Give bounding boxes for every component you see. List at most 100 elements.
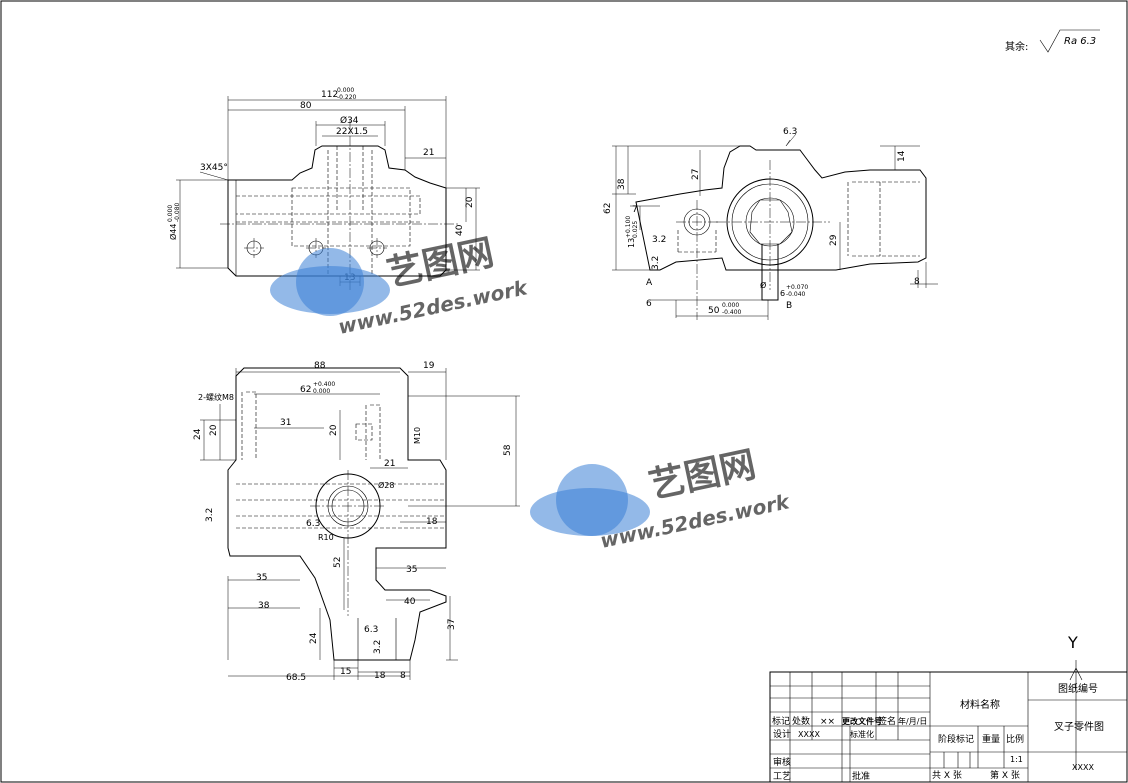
tb-design-label: 设计	[773, 728, 791, 740]
v3-dim-18-bottom: 18	[374, 671, 386, 681]
v1-dim-112: 112	[321, 90, 338, 100]
view-top-right: 6.3 62 38 27 13 +0.100 0.025 7 3.2 6 29 …	[603, 127, 938, 320]
v1-dim-thread: 22X1.5	[336, 127, 368, 137]
v1-dim-d44: Ø44	[168, 224, 178, 240]
v2-dim-6-slot: 6	[780, 289, 785, 298]
v3-dim-6.3-bottom: 6.3	[364, 625, 378, 635]
v2-dim-6-tol-low: -0.040	[786, 291, 806, 298]
v3-dim-58: 58	[503, 444, 513, 456]
v3-dim-62-tol-low: 0.000	[313, 388, 330, 395]
v2-dim-13-tol-up: +0.100	[625, 216, 632, 238]
roughness-prefix: 其余:	[1005, 40, 1028, 53]
roughness-value: Ra 6.3	[1064, 36, 1096, 47]
v1-dim-d34: Ø34	[340, 115, 359, 126]
v2-dim-3.2-a: 3.2	[652, 235, 666, 245]
v2-dim-13-tol-low: 0.025	[632, 221, 639, 238]
tb-h-sign: 签名	[878, 715, 896, 727]
tb-drawing-no: 图纸编号	[1058, 682, 1098, 695]
v2-dim-50: 50	[708, 306, 720, 316]
v2-dim-13: 13	[627, 238, 636, 248]
v3-dim-18: 18	[426, 517, 438, 527]
tb-sheet-no: 第 X 张	[990, 769, 1020, 781]
v3-dim-35-left: 35	[256, 573, 267, 583]
tb-approve: 批准	[852, 770, 870, 782]
roughness-note: 其余: Ra 6.3	[1005, 29, 1100, 53]
v3-dim-35-right: 35	[406, 565, 417, 575]
tb-h-date: 年/月/日	[898, 716, 927, 726]
v1-dim-40: 40	[455, 224, 465, 236]
tb-weight: 重量	[982, 733, 1000, 745]
tb-h-mark: 标记	[772, 715, 790, 727]
tb-sheets: 共 X 张	[932, 770, 962, 781]
axis-mark: Y	[1067, 633, 1083, 770]
v3-dim-20-mid: 20	[329, 424, 339, 436]
v2-label-a: A	[646, 278, 653, 288]
title-block: 标记 处数 ×× 更改文件号 签名 年/月/日 设计 XXXX 标准化 审核 工…	[769, 671, 1128, 783]
tb-material: 材料名称	[960, 698, 1000, 711]
v2-dim-38: 38	[617, 178, 627, 190]
v1-dim-d44-tol-up: 0.000	[167, 205, 174, 222]
v3-dim-68.5: 68.5	[286, 673, 306, 683]
v2-dim-50-tol-low: -0.400	[722, 309, 742, 316]
v2-dim-6-left: 6	[646, 299, 652, 309]
v3-dim-52: 52	[333, 557, 343, 568]
v3-dim-31: 31	[280, 418, 291, 428]
v3-dim-24-top: 24	[193, 428, 203, 440]
v3-dim-r10: R10	[318, 533, 334, 542]
v3-dim-15: 15	[340, 667, 351, 677]
tb-h-xx: ××	[820, 717, 835, 727]
v3-dim-8: 8	[400, 671, 406, 681]
v2-dim-50-tol-up: 0.000	[722, 302, 739, 309]
v3-dim-40: 40	[404, 597, 416, 607]
v3-dim-24-bottom: 24	[309, 632, 319, 644]
v3-dim-thread-m8: 2-螺纹M8	[198, 392, 234, 402]
v1-dim-21: 21	[423, 148, 434, 158]
watermark-brand-2: 艺图网	[645, 444, 759, 507]
v1-dim-112-tol-low: -0.220	[337, 94, 357, 101]
v1-dim-d44-tol-low: -0.080	[174, 202, 181, 222]
tb-review: 审核	[773, 756, 791, 768]
view-top-left: 112 0.000 -0.220 80 Ø34 22X1.5 3X45° 21 …	[167, 87, 480, 290]
v2-dim-6-tol-up: +0.070	[786, 284, 808, 291]
watermark-lower: 艺图网 www.52des.work	[530, 444, 793, 553]
v3-dim-6.3-left: 6.3	[306, 519, 320, 529]
v3-dim-3.2-bottom: 3.2	[373, 640, 383, 654]
v3-dim-37: 37	[447, 619, 457, 630]
v3-dim-62: 62	[300, 385, 311, 395]
tb-process: 工艺	[773, 771, 791, 782]
tb-part-name: 叉子零件图	[1054, 721, 1104, 733]
v2-dim-29: 29	[829, 234, 839, 246]
v1-dim-chamfer: 3X45°	[200, 163, 228, 173]
axis-y-label: Y	[1067, 633, 1078, 652]
v3-dim-20-left: 20	[209, 424, 219, 436]
v3-dim-21: 21	[384, 459, 395, 469]
v3-dim-m10: M10	[413, 427, 422, 444]
v2-label-b: B	[786, 301, 792, 311]
v2-dim-dia: Ø	[760, 280, 766, 290]
tb-standard-label: 标准化	[850, 729, 874, 739]
tb-stage-mark: 阶段标记	[938, 733, 974, 745]
v2-dim-6.3: 6.3	[783, 127, 797, 137]
v3-dim-38: 38	[258, 601, 270, 611]
tb-code: XXXX	[1072, 763, 1094, 772]
view-bottom-left: 88 19 62 +0.400 0.000 2-螺纹M8 24 20 31 20…	[193, 361, 520, 683]
v3-dim-62-tol-up: +0.400	[313, 381, 335, 388]
v2-dim-14: 14	[897, 150, 907, 162]
v1-dim-20: 20	[465, 196, 475, 208]
v3-dim-88: 88	[314, 361, 326, 371]
v2-dim-27: 27	[691, 169, 701, 180]
v3-dim-19: 19	[423, 361, 435, 371]
tb-scale-label: 比例	[1006, 733, 1024, 745]
v3-dim-3.2-left: 3.2	[205, 508, 215, 522]
tb-design-value: XXXX	[798, 730, 820, 739]
v3-dim-d28: Ø28	[378, 480, 394, 490]
v1-dim-80: 80	[300, 101, 312, 111]
v2-dim-8: 8	[914, 277, 920, 287]
v1-dim-112-tol-up: 0.000	[337, 87, 354, 94]
v2-dim-62: 62	[603, 203, 613, 214]
v2-dim-3.2-b: 3.2	[651, 256, 661, 270]
v2-dim-7: 7	[632, 205, 638, 215]
tb-h-count: 处数	[792, 715, 810, 727]
